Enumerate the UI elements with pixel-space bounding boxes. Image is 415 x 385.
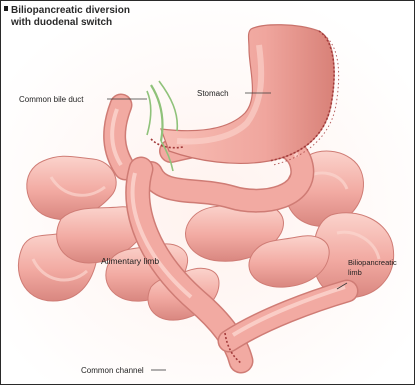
figure-title-line1: Biliopancreatic diversion [11,5,130,16]
label-biliopancreatic-limb-line2: limb [348,268,362,277]
label-alimentary-limb: Alimentary limb [101,256,159,266]
figure-title-line2: with duodenal switch [10,17,112,28]
label-common-channel: Common channel [81,366,144,375]
label-biliopancreatic-limb-line1: Biliopancreatic [348,258,397,267]
label-stomach: Stomach [197,89,229,98]
title-marker [4,6,8,11]
label-common-bile-duct: Common bile duct [19,95,84,104]
